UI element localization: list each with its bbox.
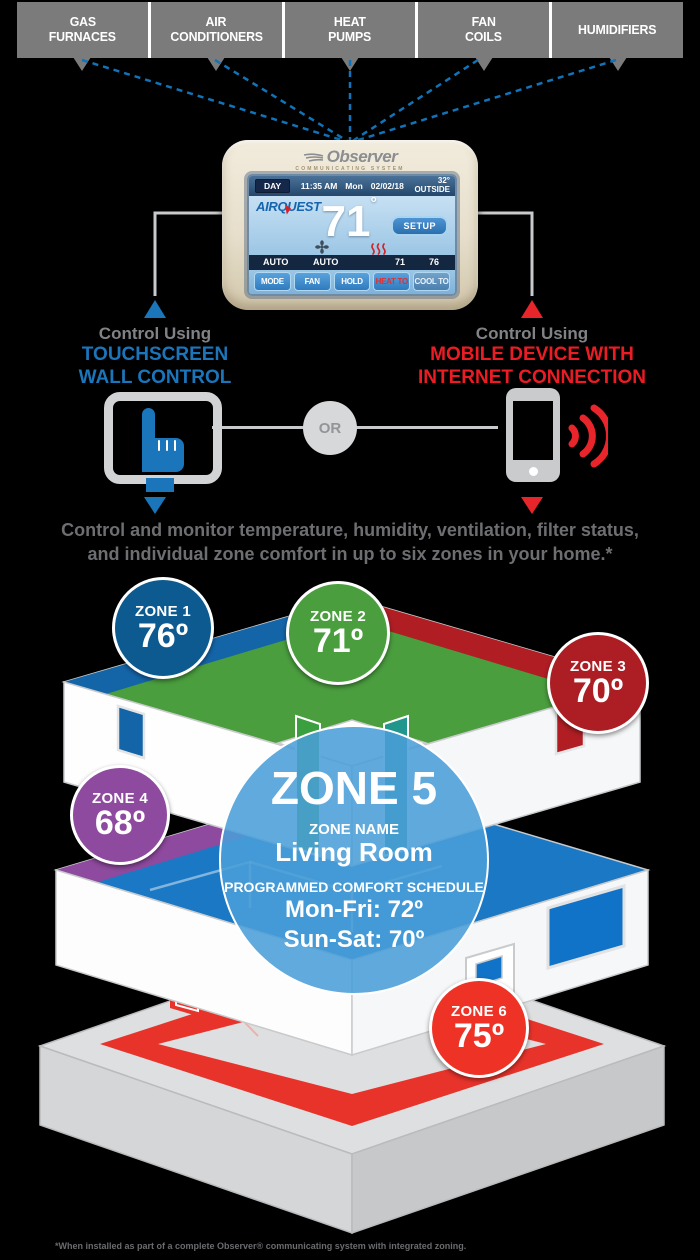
window [546, 884, 626, 970]
datetime-text: 11:35 AM Mon 02/02/18 [290, 181, 414, 191]
category-box-air-conditioners: AIR CONDITIONERS [150, 2, 282, 71]
zone5-detail-badge: ZONE 5 ZONE NAME Living Room PROGRAMMED … [219, 725, 489, 995]
setpoint-status-bar: AUTO AUTO 71 76 [249, 255, 455, 270]
zone-name: ZONE 4 [92, 790, 148, 808]
screen-status-bar: DAY 11:35 AM Mon 02/02/18 32° OUTSIDE [249, 176, 455, 196]
fan-icon [315, 240, 329, 255]
category-label: COILS [465, 29, 503, 44]
outside-label: OUTSIDE [414, 184, 450, 194]
mode-status: AUTO [263, 257, 289, 268]
mobile-line1: MOBILE DEVICE WITH [430, 344, 634, 365]
red-up-arrow-icon [521, 300, 543, 318]
schedule-weekday: Mon-Fri: 72º [284, 895, 424, 923]
category-label: GAS [69, 14, 96, 30]
zone-name-value: Living Room [275, 837, 433, 868]
heat-setpoint: 71 [395, 257, 406, 268]
zone-temp: 75º [453, 1017, 505, 1056]
zone1-badge: ZONE 1 76º [112, 577, 214, 679]
mobile-control-label: Control Using MOBILE DEVICE WITH INTERNE… [402, 324, 662, 390]
degree-symbol: ° [370, 194, 377, 212]
zone4-badge: ZONE 4 68º [70, 765, 170, 865]
time-text: 11:35 AM [300, 180, 338, 191]
brand-subtitle: COMMUNICATING SYSTEM [295, 166, 405, 172]
zone-name: ZONE 1 [135, 603, 191, 621]
category-label: HUMIDIFIERS [578, 21, 657, 37]
screen-button-row: MODE FAN HOLD HEAT TO COOL TO [249, 270, 455, 294]
smartphone-icon [506, 388, 560, 482]
category-box-fan-coils: FAN COILS [418, 2, 550, 71]
cool-setpoint: 76 [429, 257, 440, 268]
wing-icon [303, 153, 323, 162]
zone6-badge: ZONE 6 75º [429, 978, 529, 1078]
date-text: 02/02/18 [370, 180, 404, 191]
description-line2: and individual zone comfort in up to six… [87, 544, 613, 565]
category-box-heat-pumps: HEAT PUMPS [284, 2, 416, 71]
mode-button[interactable]: MODE [254, 272, 291, 291]
phone-screen [513, 401, 553, 460]
hold-button[interactable]: HOLD [333, 272, 371, 291]
thermostat-screen: DAY 11:35 AM Mon 02/02/18 32° OUTSIDE AI… [247, 174, 457, 296]
category-label: HEAT [334, 14, 366, 30]
mobile-line2: INTERNET CONNECTION [418, 366, 646, 388]
description-text: Control and monitor temperature, humidit… [0, 518, 700, 567]
red-down-arrow-icon [521, 497, 543, 514]
screen-main-area: AIRQUEST 71° SETUP [249, 194, 455, 256]
outside-temp-block: 32° OUTSIDE [414, 177, 450, 194]
phone-home-button [528, 467, 538, 476]
category-label: AIR [205, 14, 227, 30]
heat-to-button[interactable]: HEAT TO [373, 272, 411, 291]
category-box-humidifiers: HUMIDIFIERS [552, 2, 683, 71]
zone-temp: 76º [137, 617, 189, 656]
touchscreen-control-label: Control Using TOUCHSCREEN WALL CONTROL [25, 324, 285, 390]
cool-to-button[interactable]: COOL TO [413, 272, 450, 291]
description-line1: Control and monitor temperature, humidit… [61, 520, 639, 540]
setup-button[interactable]: SETUP [391, 215, 448, 236]
zone-temp: 71º [312, 622, 364, 661]
fan-status: AUTO [313, 257, 339, 268]
fan-button[interactable]: FAN [293, 272, 331, 291]
footnote-text: *When installed as part of a complete Ob… [55, 1241, 467, 1251]
heat-icon [371, 243, 386, 256]
zone-name: ZONE 3 [570, 658, 626, 676]
outside-temp: 32° [437, 176, 450, 186]
airquest-logo: AIRQUEST [256, 198, 321, 214]
category-label: FURNACES [48, 29, 116, 44]
schedule-label: PROGRAMMED COMFORT SCHEDULE [224, 878, 484, 895]
thermostat-device: Observer COMMUNICATING SYSTEM DAY 11:35 … [222, 140, 478, 310]
touchscreen-line2: WALL CONTROL [78, 366, 232, 388]
category-box-gas-furnaces: GAS FURNACES [17, 2, 148, 71]
zone-temp: 70º [572, 672, 624, 711]
bracket-connectors [144, 211, 543, 514]
equipment-category-bar: GAS FURNACES AIR CONDITIONERS HEAT PUMPS… [17, 2, 683, 71]
blue-down-arrow-icon [144, 497, 166, 514]
current-temperature: 71° [321, 194, 377, 246]
touchscreen-line1: TOUCHSCREEN [81, 344, 229, 365]
dashed-connector-lines [81, 58, 617, 143]
observer-logo: Observer COMMUNICATING SYSTEM [222, 147, 478, 172]
airquest-logo-accent [285, 204, 291, 215]
zone-temp: 68º [94, 804, 146, 843]
or-badge: OR [303, 401, 357, 455]
pointing-hand-icon [142, 408, 184, 492]
zone2-badge: ZONE 2 71º [286, 581, 390, 685]
zone5-title: ZONE 5 [270, 762, 438, 815]
brand-name: Observer [326, 147, 398, 166]
zone-name: ZONE 2 [310, 608, 366, 626]
or-text: OR [318, 419, 342, 437]
blue-up-arrow-icon [144, 300, 166, 318]
wireless-signal-icon [568, 404, 608, 468]
category-label: FAN [471, 14, 496, 30]
weekday-text: Mon [345, 180, 363, 191]
zone-name: ZONE 6 [451, 1003, 507, 1021]
zone3-badge: ZONE 3 70º [547, 632, 649, 734]
schedule-weekend: Sun-Sat: 70º [283, 925, 425, 953]
day-button[interactable]: DAY [255, 178, 291, 193]
category-label: CONDITIONERS [169, 29, 263, 44]
zone-name-label: ZONE NAME [309, 821, 399, 839]
category-label: PUMPS [328, 29, 372, 44]
control-using-text: Control Using [475, 324, 589, 343]
control-using-text: Control Using [98, 324, 212, 343]
window [116, 704, 146, 760]
